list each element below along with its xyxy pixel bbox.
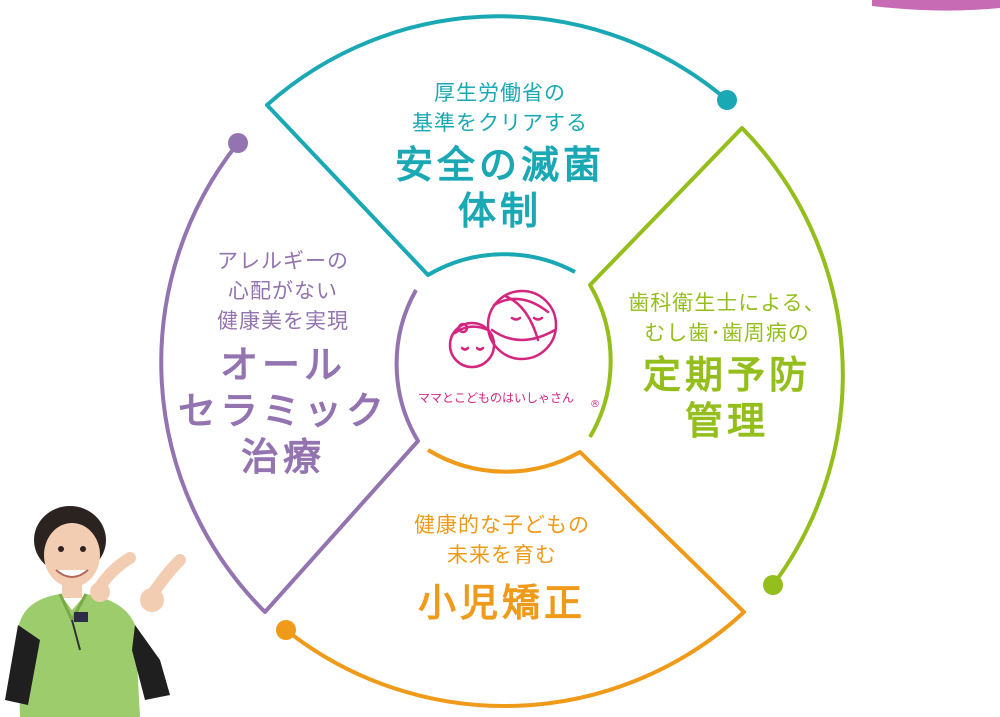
segment-right-title2: 管理 bbox=[684, 399, 769, 443]
segment-right-dot bbox=[763, 575, 783, 595]
logo-faces-icon bbox=[448, 289, 558, 369]
logo-registered-mark: ® bbox=[590, 399, 600, 410]
segment-left-title2: セラミック bbox=[178, 389, 389, 433]
segment-left-line2: 心配がない bbox=[228, 279, 338, 303]
segment-bottom-text: 健康的な子どもの 未来を育む 小児矯正 bbox=[382, 510, 622, 626]
segment-top-line1: 厚生労働省の bbox=[434, 81, 566, 105]
segment-bottom-dot bbox=[276, 620, 296, 640]
segment-right-line2: むし歯･歯周病の bbox=[644, 321, 810, 345]
segment-left-line1: アレルギーの bbox=[217, 249, 349, 273]
segment-left-title1: オール bbox=[219, 343, 346, 387]
segment-top-outline bbox=[265, 14, 729, 277]
segment-bottom-line1: 健康的な子どもの bbox=[414, 513, 590, 537]
segment-left-text: アレルギーの 心配がない 健康美を実現 オール セラミック 治療 bbox=[178, 246, 388, 480]
segment-left-dot bbox=[228, 133, 248, 153]
logo-text: ママとこどものはいしゃさん bbox=[418, 391, 575, 405]
segment-bottom-outline bbox=[284, 448, 746, 709]
segment-left-line3: 健康美を実現 bbox=[217, 309, 349, 333]
segment-right-text: 歯科衛生士による、 むし歯･歯周病の 定期予防 管理 bbox=[612, 288, 842, 444]
segment-bottom-title: 小児矯正 bbox=[417, 581, 586, 625]
segment-top-line2: 基準をクリアする bbox=[412, 111, 588, 135]
segment-top-text: 厚生労働省の 基準をクリアする 安全の滅菌体制 bbox=[380, 78, 620, 234]
segment-top-title: 安全の滅菌体制 bbox=[394, 143, 605, 233]
staff-photo bbox=[5, 506, 186, 717]
segment-right-outline bbox=[588, 126, 845, 587]
segment-top-dot bbox=[717, 90, 737, 110]
segment-right-title1: 定期予防 bbox=[642, 353, 811, 397]
segment-bottom-line2: 未来を育む bbox=[447, 543, 557, 567]
segment-left-title3: 治療 bbox=[240, 435, 325, 479]
segment-right-line1: 歯科衛生士による、 bbox=[628, 291, 826, 315]
segment-left-outline bbox=[159, 141, 420, 614]
corner-decoration bbox=[872, 0, 1000, 11]
